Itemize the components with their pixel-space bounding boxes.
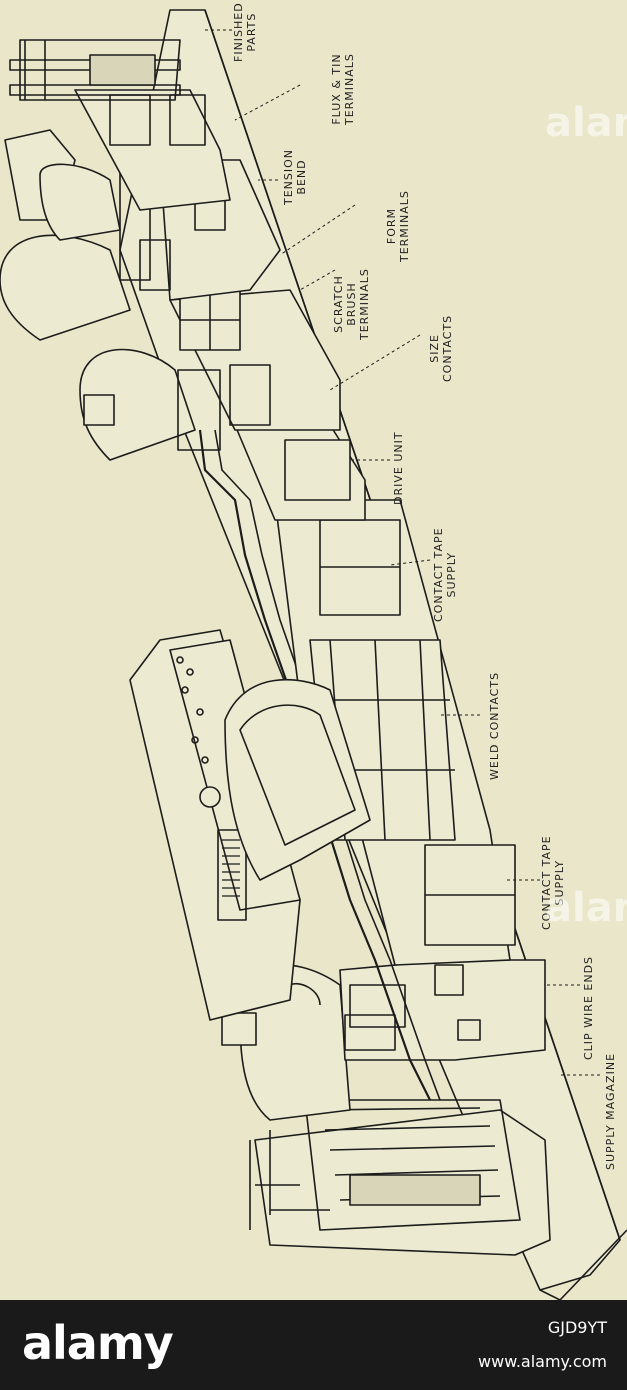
machine-illustration: FINISHED PARTS FLUX & TIN TERMINALS TENS… xyxy=(0,2,627,1300)
watermark: alamy xyxy=(545,885,627,931)
label-line: PARTS xyxy=(245,12,258,52)
label-weld-contacts: WELD CONTACTS xyxy=(488,672,501,780)
label-line: TERMINALS xyxy=(343,53,356,125)
label-line: TERMINALS xyxy=(358,268,371,340)
label-line: FINISHED xyxy=(232,2,245,62)
label-finished-parts: FINISHED PARTS xyxy=(232,2,258,62)
label-line: WELD CONTACTS xyxy=(488,671,501,780)
label-scratch-brush: SCRATCH BRUSH TERMINALS xyxy=(332,268,371,340)
label-size-contacts: SIZE CONTACTS xyxy=(428,315,454,382)
label-line: BEND xyxy=(295,159,308,195)
label-line: BRUSH xyxy=(345,282,358,326)
label-line: SCRATCH xyxy=(332,275,345,333)
label-line: CONTACTS xyxy=(441,314,454,382)
label-line: DRIVE UNIT xyxy=(392,431,405,505)
footer-bar: alamy GJD9YT www.alamy.com xyxy=(0,1300,627,1390)
label-form-terminals: FORM TERMINALS xyxy=(385,190,411,262)
label-line: SUPPLY MAGAZINE xyxy=(604,1052,617,1170)
label-supply-magazine: SUPPLY MAGAZINE xyxy=(604,1053,617,1170)
label-clip-wire-ends: CLIP WIRE ENDS xyxy=(582,956,595,1060)
label-line: CONTACT TAPE xyxy=(432,527,445,622)
label-flux-tin: FLUX & TIN TERMINALS xyxy=(330,53,356,125)
alamy-logo: alamy xyxy=(22,1316,174,1370)
label-line: CLIP WIRE ENDS xyxy=(582,955,595,1060)
label-line: FORM xyxy=(385,207,398,245)
label-line: FLUX & TIN xyxy=(330,53,343,125)
label-line: TERMINALS xyxy=(398,190,411,262)
machine-drawing xyxy=(0,9,627,1300)
label-tension-bend: TENSION BEND xyxy=(282,149,308,205)
site-url: www.alamy.com xyxy=(478,1352,607,1371)
watermark: alamy xyxy=(545,100,627,146)
label-line: SUPPLY xyxy=(445,551,458,598)
image-id: GJD9YT xyxy=(547,1318,607,1337)
label-line: SIZE xyxy=(428,334,441,363)
label-line: TENSION xyxy=(282,148,295,205)
label-contact-tape-supply-1: CONTACT TAPE SUPPLY xyxy=(432,527,458,622)
label-drive-unit: DRIVE UNIT xyxy=(392,431,405,505)
